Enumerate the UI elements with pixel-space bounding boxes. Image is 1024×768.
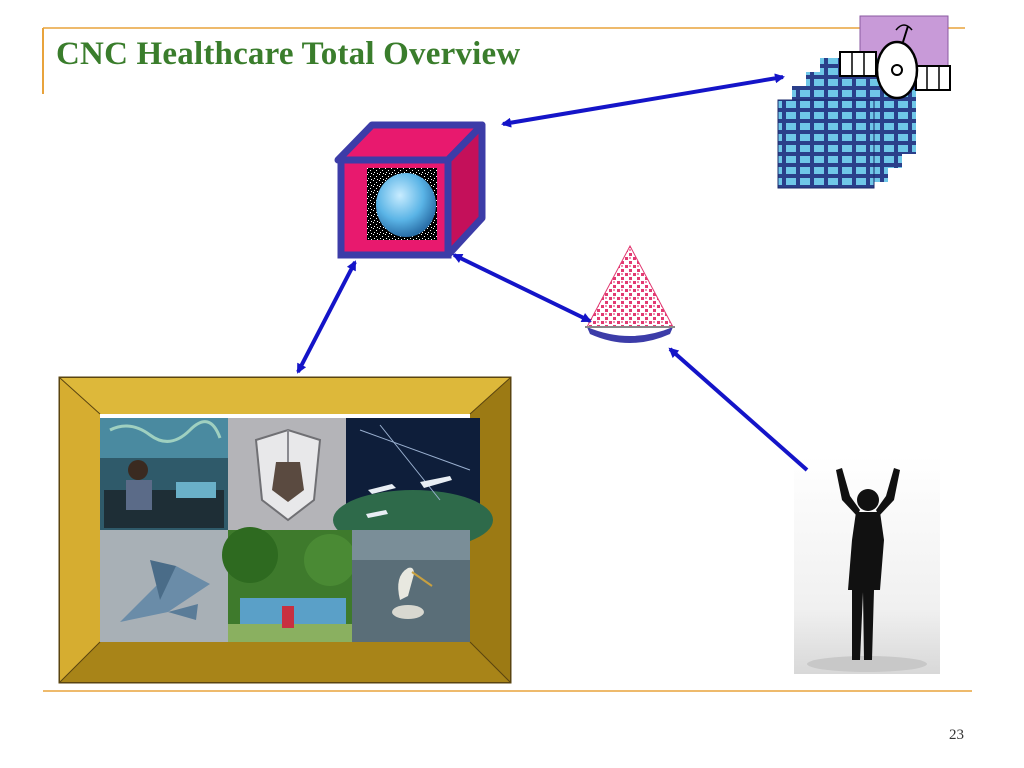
arrow-person-cone bbox=[668, 347, 809, 472]
satellite-server-icon bbox=[777, 15, 951, 189]
page-number: 23 bbox=[949, 727, 964, 743]
cube-globe-icon bbox=[334, 121, 486, 259]
slide-title: CNC Healthcare Total Overview bbox=[56, 36, 521, 72]
arrow-cube-cone bbox=[452, 253, 592, 323]
collage-tile-emblem bbox=[228, 418, 346, 530]
collage-tile-pelican bbox=[352, 530, 470, 642]
arrow-cube-satellite bbox=[501, 73, 785, 128]
collage-tile-park bbox=[222, 527, 356, 642]
collage-tile-jet bbox=[100, 530, 228, 642]
person-silhouette-icon bbox=[794, 456, 940, 674]
cone-node-icon bbox=[585, 244, 675, 343]
arrow-cube-frame bbox=[296, 260, 357, 374]
framed-collage-icon bbox=[58, 376, 512, 684]
collage-tile-control-room bbox=[100, 418, 228, 530]
